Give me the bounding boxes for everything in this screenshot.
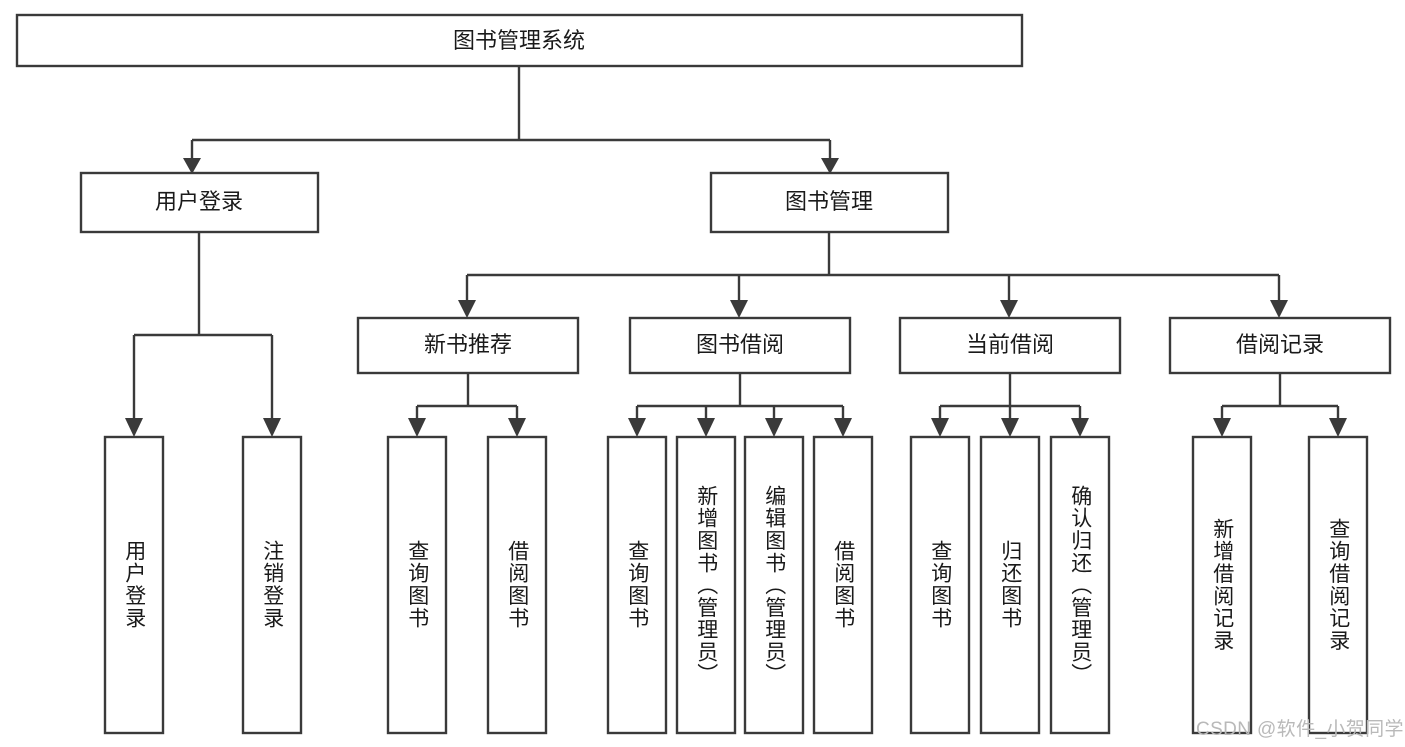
node-user-login[interactable]: 用户登录 (79, 171, 320, 234)
edges-book-borrow-to-leaves (628, 373, 852, 437)
arrow-book-borrow-l1 (628, 418, 646, 437)
arrow-current-borrow-l1 (931, 418, 949, 437)
leaf-box-logout[interactable] (241, 435, 303, 735)
node-book-borrow[interactable]: 图书借阅 (628, 316, 852, 375)
arrow-book-borrow-l4 (834, 418, 852, 437)
arrow-to-book-manage (821, 158, 839, 174)
node-borrow-record-label: 借阅记录 (1236, 332, 1324, 357)
leaf-box-borrow-book-a[interactable] (486, 435, 548, 735)
leaf-box-query-book-a[interactable] (386, 435, 448, 735)
node-new-book-recommend[interactable]: 新书推荐 (356, 316, 580, 375)
arrow-borrow-record-l1 (1213, 418, 1231, 437)
arrow-user-login-l1 (125, 418, 143, 437)
node-book-manage[interactable]: 图书管理 (709, 171, 950, 234)
arrow-book-borrow-l3 (765, 418, 783, 437)
arrow-current-borrow-l2 (1001, 418, 1019, 437)
node-root[interactable]: 图书管理系统 (15, 13, 1024, 68)
node-new-book-recommend-label: 新书推荐 (424, 332, 512, 357)
leaf-box-query-record[interactable] (1307, 435, 1369, 735)
arrow-new-book-l2 (508, 418, 526, 437)
node-new-book-recommend-box[interactable] (356, 316, 580, 375)
node-borrow-record-box[interactable] (1168, 316, 1392, 375)
arrow-borrow-record-l2 (1329, 418, 1347, 437)
node-user-login-label: 用户登录 (155, 189, 243, 214)
leaf-box-add-record[interactable] (1191, 435, 1253, 735)
edges-book-manage-to-level3 (458, 232, 1288, 318)
node-root-label: 图书管理系统 (453, 28, 585, 53)
node-borrow-record[interactable]: 借阅记录 (1168, 316, 1392, 375)
edges-current-borrow-to-leaves (931, 373, 1089, 437)
watermark-text: CSDN @软件_小贺同学 (1196, 719, 1404, 740)
node-root-box[interactable] (15, 13, 1024, 68)
node-book-manage-box[interactable] (709, 171, 950, 234)
arrow-to-user-login (183, 158, 201, 174)
leaf-box-query-book-b[interactable] (606, 435, 668, 735)
edges-root-to-level2 (183, 66, 839, 174)
leaf-box-query-book-c[interactable] (909, 435, 971, 735)
node-current-borrow-box[interactable] (898, 316, 1122, 375)
node-book-borrow-box[interactable] (628, 316, 852, 375)
arrow-to-book-borrow (730, 300, 748, 318)
arrow-user-login-l2 (263, 418, 281, 437)
edges-user-login-to-leaves (125, 232, 281, 437)
arrow-new-book-l1 (408, 418, 426, 437)
arrow-to-new-book (458, 300, 476, 318)
leaf-box-user-login[interactable] (103, 435, 165, 735)
node-book-manage-label: 图书管理 (785, 189, 873, 214)
arrow-book-borrow-l2 (697, 418, 715, 437)
arrow-to-borrow-record (1270, 300, 1288, 318)
leaf-box-return-book[interactable] (979, 435, 1041, 735)
leaf-box-edit-book[interactable] (743, 435, 805, 735)
edges-new-book-to-leaves (408, 373, 526, 437)
arrow-current-borrow-l3 (1071, 418, 1089, 437)
node-current-borrow-label: 当前借阅 (966, 332, 1054, 357)
edges-borrow-record-to-leaves (1213, 373, 1347, 437)
leaf-box-borrow-book-b[interactable] (812, 435, 874, 735)
arrow-to-current-borrow (1000, 300, 1018, 318)
leaf-box-confirm-return[interactable] (1049, 435, 1111, 735)
node-current-borrow[interactable]: 当前借阅 (898, 316, 1122, 375)
leaf-box-add-book[interactable] (675, 435, 737, 735)
node-book-borrow-label: 图书借阅 (696, 332, 784, 357)
